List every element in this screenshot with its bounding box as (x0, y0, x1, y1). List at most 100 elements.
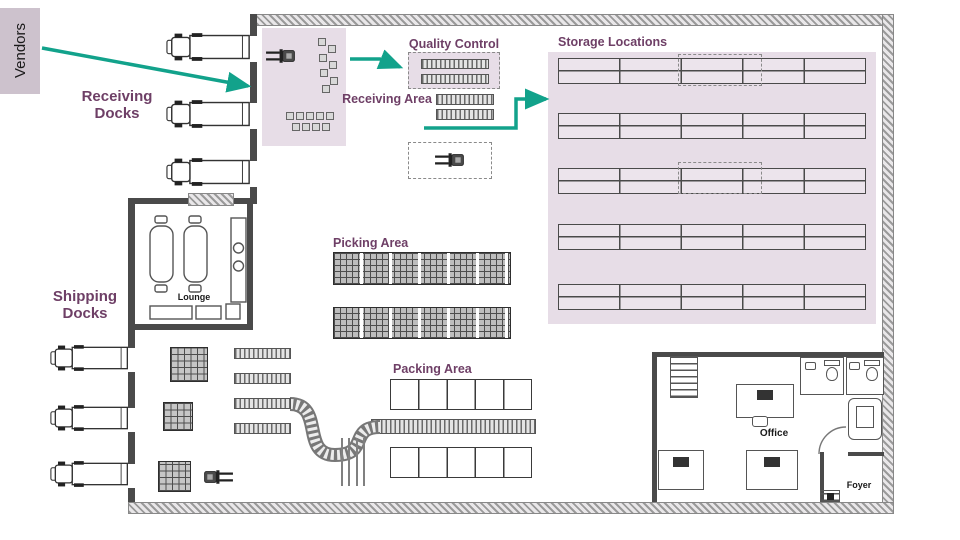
foyer-label: Foyer (846, 480, 872, 490)
pallet-square (316, 112, 324, 120)
truck-icon (50, 404, 128, 432)
truck-icon (50, 460, 128, 488)
north-wall (256, 14, 894, 26)
packing-tables (390, 447, 532, 478)
foyer-west-wall (820, 452, 824, 502)
vendors-label: Vendors (11, 23, 29, 79)
storage-rack-row (558, 224, 866, 250)
toilet-icon (826, 367, 838, 381)
picking-pallet-row (333, 252, 511, 285)
lounge-east-wall (247, 204, 253, 330)
staging-pallet (170, 347, 208, 382)
conveyor-curve (289, 397, 381, 463)
dock-door (250, 36, 257, 62)
south-wall (128, 502, 894, 514)
pallet-square (319, 54, 327, 62)
arrow-receiving-to-qc (350, 49, 404, 69)
pallet-square (320, 69, 328, 77)
dock-leveler (188, 193, 234, 206)
packing-tables (390, 379, 532, 410)
packing-area-label: Packing Area (393, 362, 472, 376)
office-west-wall (652, 352, 657, 502)
shipping-docks-label: Shipping Docks (52, 288, 118, 323)
quality-control-label: Quality Control (408, 37, 500, 51)
dock-door (128, 348, 135, 372)
staging-pallet (158, 461, 191, 492)
conveyor-belt (371, 419, 536, 434)
pallet-square (292, 123, 300, 131)
armchair (848, 398, 882, 440)
vendors-box: Vendors (0, 8, 40, 94)
shelf-strip (234, 348, 291, 359)
dock-door (128, 464, 135, 488)
receiving-docks-label: Receiving Docks (81, 88, 153, 123)
pallet-square (286, 112, 294, 120)
staging-bench (436, 109, 494, 120)
toilet-icon (866, 367, 878, 381)
office-desk (746, 450, 798, 490)
truck-icon (50, 344, 128, 372)
office-label: Office (759, 428, 789, 439)
dock-door (250, 161, 257, 187)
staging-pallet (163, 402, 193, 431)
storage-zone (548, 52, 876, 324)
dock-door (128, 408, 135, 432)
storage-locations-label: Storage Locations (558, 35, 668, 49)
truck-icon (166, 32, 250, 62)
shelf-strip (234, 423, 291, 434)
shelf-strip (234, 373, 291, 384)
forklift-staging-box (408, 142, 492, 179)
entry-mat (827, 493, 834, 500)
office-chair (752, 416, 768, 427)
pallet-square (318, 38, 326, 46)
pallet-square (302, 123, 310, 131)
office-north-wall (652, 352, 884, 357)
computer-icon (673, 457, 689, 467)
stairs (670, 356, 698, 398)
office-desk (658, 450, 704, 490)
pallet-square (322, 123, 330, 131)
lounge-label: Lounge (177, 292, 211, 302)
pallet-square (296, 112, 304, 120)
sink-icon (849, 362, 860, 370)
storage-highlight-box (678, 162, 762, 194)
forklift-icon (204, 469, 234, 485)
toilet-tank (824, 360, 840, 366)
storage-rack-row (558, 168, 866, 194)
sink-icon (805, 362, 816, 370)
pallet-square (312, 123, 320, 131)
pallet-jack (356, 438, 365, 486)
pallet-square (329, 61, 337, 69)
storage-highlight-box (678, 54, 762, 86)
lounge-furniture (149, 215, 247, 320)
dock-door (250, 103, 257, 129)
pallet-square (306, 112, 314, 120)
door-arc (818, 426, 846, 454)
staging-bench (436, 94, 494, 105)
qc-bench (421, 74, 489, 84)
storage-rack-row (558, 113, 866, 139)
receiving-area-label: Receiving Area (342, 92, 432, 106)
pallet-square (328, 45, 336, 53)
shelf-strip (234, 398, 291, 409)
computer-icon (764, 457, 780, 467)
foyer-north-wall (848, 452, 884, 456)
quality-control-zone (408, 52, 500, 89)
toilet-tank (864, 360, 880, 366)
storage-rack-row (558, 58, 866, 84)
storage-rack-row (558, 284, 866, 310)
picking-pallet-row (333, 307, 511, 339)
east-wall (882, 14, 894, 514)
lounge-south-wall (132, 324, 253, 330)
armchair-cushion (856, 406, 874, 428)
office-desk (736, 384, 794, 418)
pallet-square (322, 85, 330, 93)
truck-icon (166, 157, 250, 187)
qc-bench (421, 59, 489, 69)
forklift-icon (434, 152, 464, 168)
computer-icon (757, 390, 773, 400)
forklift-icon (265, 48, 295, 64)
pallet-jack (341, 438, 350, 486)
truck-icon (166, 99, 250, 129)
